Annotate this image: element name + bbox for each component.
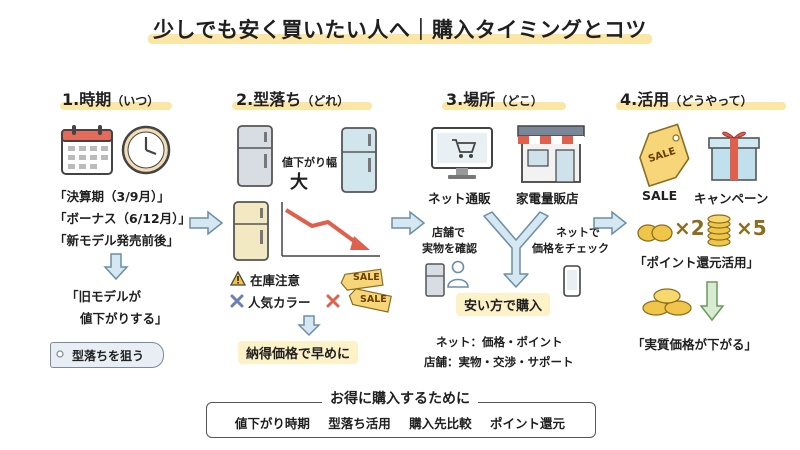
drop-label: 値下がり幅 <box>282 156 337 169</box>
step-3-num: 3. <box>446 90 464 109</box>
right-note-1: ネットで <box>556 226 600 239</box>
summary-title: お得に購入するために <box>0 388 800 408</box>
sale-tag-icon <box>639 123 690 188</box>
step-3-name: 場所 <box>463 90 496 109</box>
summary-item-2: 型落ち活用 <box>328 416 391 431</box>
coin-stack-icon <box>707 214 731 247</box>
popular-note: 人気カラー <box>248 295 311 310</box>
col1-line-3: 「新モデル発売前後」 <box>54 233 180 248</box>
col4-down-arrow <box>699 281 725 322</box>
right-arrow-2 <box>391 210 426 236</box>
right-note-2: 価格をチェック <box>532 242 609 255</box>
step-2-sub: （どれ） <box>301 94 350 108</box>
step-1-highlight <box>60 102 172 110</box>
stock-note: 在庫注意 <box>250 273 301 288</box>
step-2-num: 2. <box>236 90 254 109</box>
sale-tag-2-icon <box>348 288 392 313</box>
merge-arrow-icon <box>483 211 549 288</box>
cross-icon-2 <box>326 294 340 308</box>
col1-line-2: 「ボーナス（6/12月）」 <box>54 211 191 226</box>
tag-label: 型落ちを狙う <box>72 349 145 363</box>
summary-item-4: ポイント還元 <box>490 416 566 431</box>
gift-box-icon <box>708 131 760 181</box>
fridge-cream-icon <box>233 201 269 261</box>
step-1-num: 1. <box>62 90 80 109</box>
summary-item-3: 購入先比較 <box>409 416 472 431</box>
points-label: 「ポイント還元活用」 <box>634 255 760 270</box>
col3-result: 安い方で購入 <box>456 293 551 316</box>
step-1-sub: （いつ） <box>111 94 160 108</box>
calendar-icon <box>61 125 113 175</box>
page-title: 少しでも安く買いたい人へ｜購入タイミングとコツ <box>153 18 647 42</box>
price-drop-chart-icon <box>281 202 380 257</box>
step-4-sub: （どうやって） <box>669 94 753 108</box>
cross-icon-1 <box>230 294 244 308</box>
step-3-sub: （どこ） <box>495 94 543 108</box>
electronics-store-icon <box>517 125 585 183</box>
step-1-header: 1.時期（いつ） <box>62 86 159 110</box>
step-1-name: 時期 <box>79 90 112 109</box>
person-icon <box>447 260 469 288</box>
smartphone-icon <box>563 265 581 297</box>
col1-result-1: 「旧モデルが <box>66 289 142 304</box>
clock-icon <box>121 125 171 175</box>
summary-items: 値下がり時期 型落ち活用 購入先比較 ポイント還元 <box>206 413 594 432</box>
title-highlight <box>148 34 652 44</box>
step-2-name: 型落ち <box>253 90 302 109</box>
warning-icon <box>229 270 247 286</box>
sale-tag-1-icon <box>340 268 384 291</box>
step-4-name: 活用 <box>637 90 670 109</box>
tag-badge <box>50 342 164 368</box>
drop-big: 大 <box>290 172 308 193</box>
step-4-header: 4.活用（どうやって） <box>620 86 753 110</box>
step-3-header: 3.場所（どこ） <box>446 86 543 110</box>
col2-result: 納得価格で早めに <box>238 341 359 364</box>
online-label: ネット通販 <box>428 191 491 206</box>
step-4-num: 4. <box>620 90 638 109</box>
multiplier-x5: ×5 <box>736 216 767 240</box>
right-arrow-1 <box>189 210 224 236</box>
fridge-blue-icon <box>341 127 377 193</box>
fridge-gray-icon <box>237 125 273 187</box>
col1-line-1: 「決算期（3/9月）」 <box>54 189 170 204</box>
col1-result-2: 値下がりする」 <box>80 311 168 326</box>
step-3-highlight <box>442 102 566 110</box>
sale-label: SALE <box>642 188 678 203</box>
computer-cart-icon <box>431 127 493 179</box>
left-note-2: 実物を確認 <box>422 242 477 255</box>
step-2-highlight <box>232 102 372 110</box>
col1-down-arrow <box>103 253 129 281</box>
coin-pile-icon <box>642 288 692 316</box>
left-note-1: 店舗で <box>432 226 465 239</box>
col2-down-arrow <box>297 315 321 337</box>
sale-label-2: SALE <box>360 294 387 305</box>
coins-two-icon <box>637 224 673 242</box>
step-2-header: 2.型落ち（どれ） <box>236 86 349 110</box>
summary-title-text: お得に購入するために <box>322 391 478 407</box>
sale-label-1: SALE <box>353 272 380 283</box>
right-arrow-3 <box>593 210 628 236</box>
col4-result: 「実質価格が下がる」 <box>632 337 758 352</box>
small-fridge-icon <box>425 263 445 297</box>
net-line: ネット：価格・ポイント <box>436 335 563 349</box>
summary-item-1: 値下がり時期 <box>234 416 310 431</box>
step-4-highlight <box>616 102 786 110</box>
store-line: 店舗：実物・交渉・サポート <box>424 355 574 369</box>
store-label: 家電量販店 <box>516 191 579 206</box>
campaign-label: キャンペーン <box>694 191 769 206</box>
multiplier-x2: ×2 <box>674 216 705 240</box>
tag-hole-icon <box>56 350 64 358</box>
